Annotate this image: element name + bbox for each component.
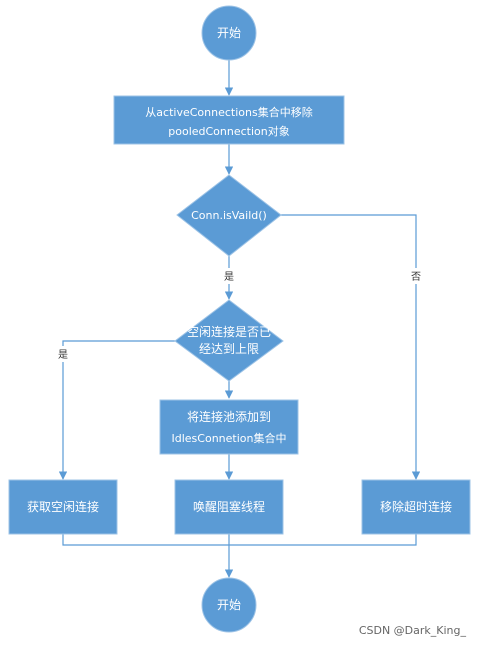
decision-idle-limit-line1: 空闲连接是否已 xyxy=(187,324,271,339)
node-get-idle-label: 获取空闲连接 xyxy=(27,499,99,514)
edge-label-limit-yes: 是 xyxy=(58,349,68,361)
edge-label-valid-yes: 是 xyxy=(224,271,234,283)
node-remove-timeout: 移除超时连接 xyxy=(361,479,471,535)
node-remove-timeout-label: 移除超时连接 xyxy=(380,499,452,514)
node-get-idle: 获取空闲连接 xyxy=(8,479,118,535)
node-wake-blocked-label: 唤醒阻塞线程 xyxy=(193,499,265,514)
decision-idle-limit-line2: 经达到上限 xyxy=(199,342,259,356)
watermark: CSDN @Dark_King_ xyxy=(359,624,467,637)
edge-label-bg xyxy=(406,268,426,284)
node-add-idles-line2: IdlesConnetion集合中 xyxy=(172,431,287,445)
edges xyxy=(58,60,421,578)
edge-limit-yes xyxy=(58,340,175,480)
edge-label-valid-no: 否 xyxy=(411,271,421,283)
node-wake-blocked: 唤醒阻塞线程 xyxy=(174,479,284,535)
node-remove-active: 从activeConnections集合中移除 pooledConnection… xyxy=(113,95,345,145)
node-remove-active-line2: pooledConnection对象 xyxy=(168,124,290,138)
node-end: 开始 xyxy=(201,577,257,633)
node-start-label: 开始 xyxy=(217,26,241,40)
edge-isvalid-no xyxy=(281,214,421,480)
edge-label-bg xyxy=(219,268,239,284)
decision-idle-limit: 空闲连接是否已 经达到上限 xyxy=(174,299,284,382)
node-start: 开始 xyxy=(201,5,257,61)
node-add-idles-line1: 将连接池添加到 xyxy=(187,409,271,424)
edge-label-bg xyxy=(53,346,73,362)
node-add-idles: 将连接池添加到 IdlesConnetion集合中 xyxy=(159,399,299,455)
decision-is-valid-label: Conn.isVaild() xyxy=(191,209,267,222)
decision-is-valid: Conn.isVaild() xyxy=(176,174,282,257)
edge-merge xyxy=(62,534,417,546)
node-remove-active-line1: 从activeConnections集合中移除 xyxy=(145,105,312,119)
node-end-label: 开始 xyxy=(217,598,241,612)
